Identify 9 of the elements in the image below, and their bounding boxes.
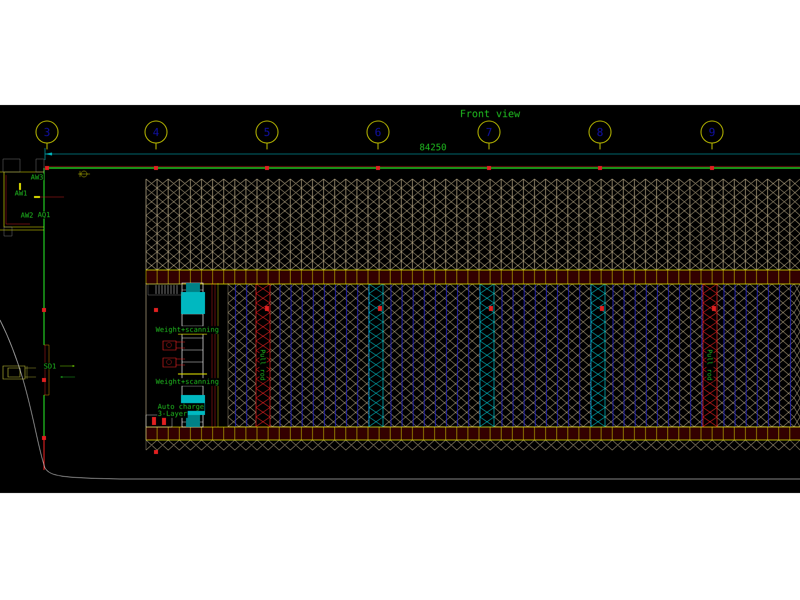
grid-bubble: 6 — [366, 120, 390, 150]
grid-bubble: 9 — [700, 120, 724, 150]
grid-bubble: 7 — [478, 120, 500, 150]
grid-bubble: 8 — [588, 120, 612, 150]
grid-bubble: 4 — [144, 120, 168, 150]
title: Front view — [461, 110, 520, 118]
grid-bubble: 3 — [36, 120, 58, 150]
grid-bubble: 5 — [256, 120, 278, 150]
dimension-text: 84250 — [420, 144, 446, 150]
